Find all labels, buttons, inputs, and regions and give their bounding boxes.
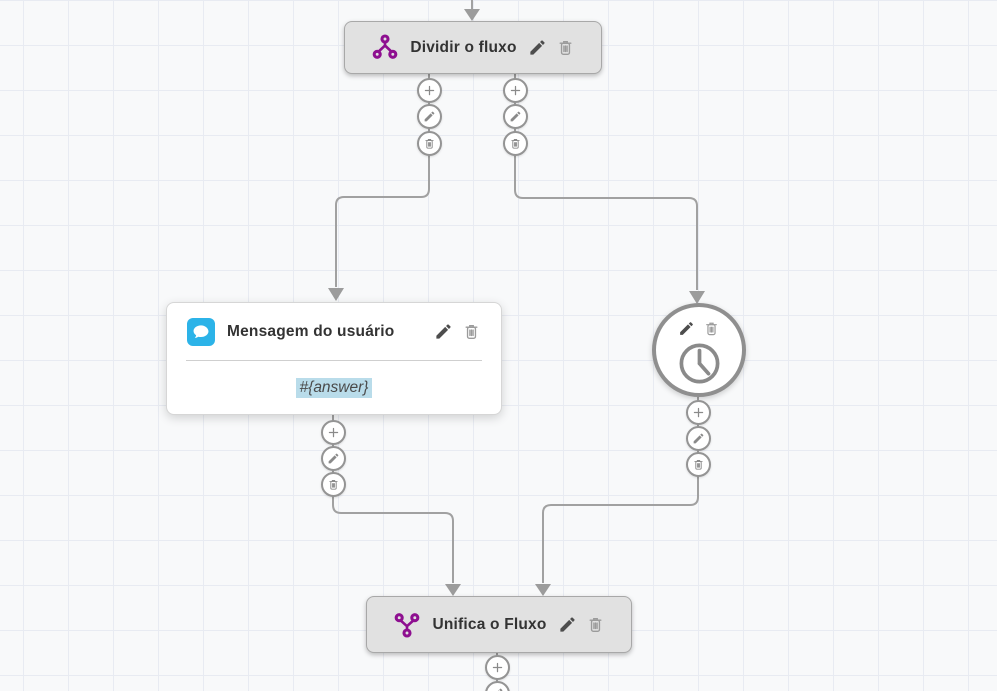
connector-add-button[interactable]: [417, 78, 442, 103]
connector-edit-button[interactable]: [321, 446, 346, 471]
connector-delete-button[interactable]: [503, 131, 528, 156]
pencil-icon: [528, 38, 547, 57]
trash-icon: [327, 478, 340, 491]
trash-icon: [703, 320, 720, 337]
edit-node-button[interactable]: [558, 615, 577, 634]
node-title: Mensagem do usuário: [227, 322, 395, 340]
connector-delete-button[interactable]: [686, 452, 711, 477]
delete-node-button[interactable]: [462, 322, 481, 341]
node-title: Dividir o fluxo: [410, 38, 517, 56]
connector-add-button[interactable]: [503, 78, 528, 103]
split-flow-icon: [371, 34, 399, 62]
trash-icon: [462, 322, 481, 341]
trash-icon: [586, 615, 605, 634]
connector-message-to-merge: [332, 415, 454, 583]
arrowhead-into-merge-left: [445, 584, 461, 596]
trash-icon: [423, 137, 436, 150]
variable-chip: #{answer}: [295, 377, 373, 398]
pencil-icon: [423, 110, 436, 123]
pencil-icon: [558, 615, 577, 634]
trash-icon: [556, 38, 575, 57]
edit-node-button[interactable]: [528, 38, 547, 57]
node-user-message[interactable]: Mensagem do usuário #{answer}: [166, 302, 502, 415]
trash-icon: [692, 458, 705, 471]
plus-icon: [691, 405, 706, 420]
pencil-icon: [678, 320, 695, 337]
edit-node-button[interactable]: [678, 320, 695, 337]
connector-edit-button[interactable]: [417, 104, 442, 129]
arrowhead-into-timer: [689, 291, 705, 304]
connector-add-button[interactable]: [321, 420, 346, 445]
connector-add-button[interactable]: [686, 400, 711, 425]
node-merge-flow[interactable]: Unifica o Fluxo: [366, 596, 632, 653]
delete-node-button[interactable]: [703, 320, 720, 337]
plus-icon: [326, 425, 341, 440]
edit-node-button[interactable]: [434, 322, 453, 341]
node-divider: [186, 360, 482, 361]
pencil-icon: [434, 322, 453, 341]
delete-node-button[interactable]: [586, 615, 605, 634]
pencil-icon: [509, 110, 522, 123]
pencil-icon: [491, 687, 504, 691]
plus-icon: [422, 83, 437, 98]
arrowhead-into-message: [328, 288, 344, 301]
clock-icon: [676, 340, 723, 387]
connector-add-button[interactable]: [485, 655, 510, 680]
plus-icon: [508, 83, 523, 98]
connector-timer-to-merge: [542, 397, 699, 583]
node-body: #{answer}: [167, 361, 501, 414]
connector-split-to-timer: [514, 74, 698, 290]
connector-delete-button[interactable]: [417, 131, 442, 156]
node-timer[interactable]: [652, 303, 746, 397]
trash-icon: [509, 137, 522, 150]
chat-bubble-icon: [187, 317, 215, 346]
pencil-icon: [327, 452, 340, 465]
pencil-icon: [692, 432, 705, 445]
node-title: Unifica o Fluxo: [432, 615, 547, 633]
arrowhead-into-merge-right: [535, 584, 551, 596]
arrowhead-into-split: [464, 9, 480, 21]
connector-edit-button[interactable]: [503, 104, 528, 129]
connector-edit-button[interactable]: [686, 426, 711, 451]
plus-icon: [490, 660, 505, 675]
merge-flow-icon: [393, 611, 421, 639]
node-header: Mensagem do usuário: [167, 303, 501, 360]
connector-split-to-message: [335, 74, 430, 287]
node-split-flow[interactable]: Dividir o fluxo: [344, 21, 602, 74]
delete-node-button[interactable]: [556, 38, 575, 57]
connector-delete-button[interactable]: [321, 472, 346, 497]
